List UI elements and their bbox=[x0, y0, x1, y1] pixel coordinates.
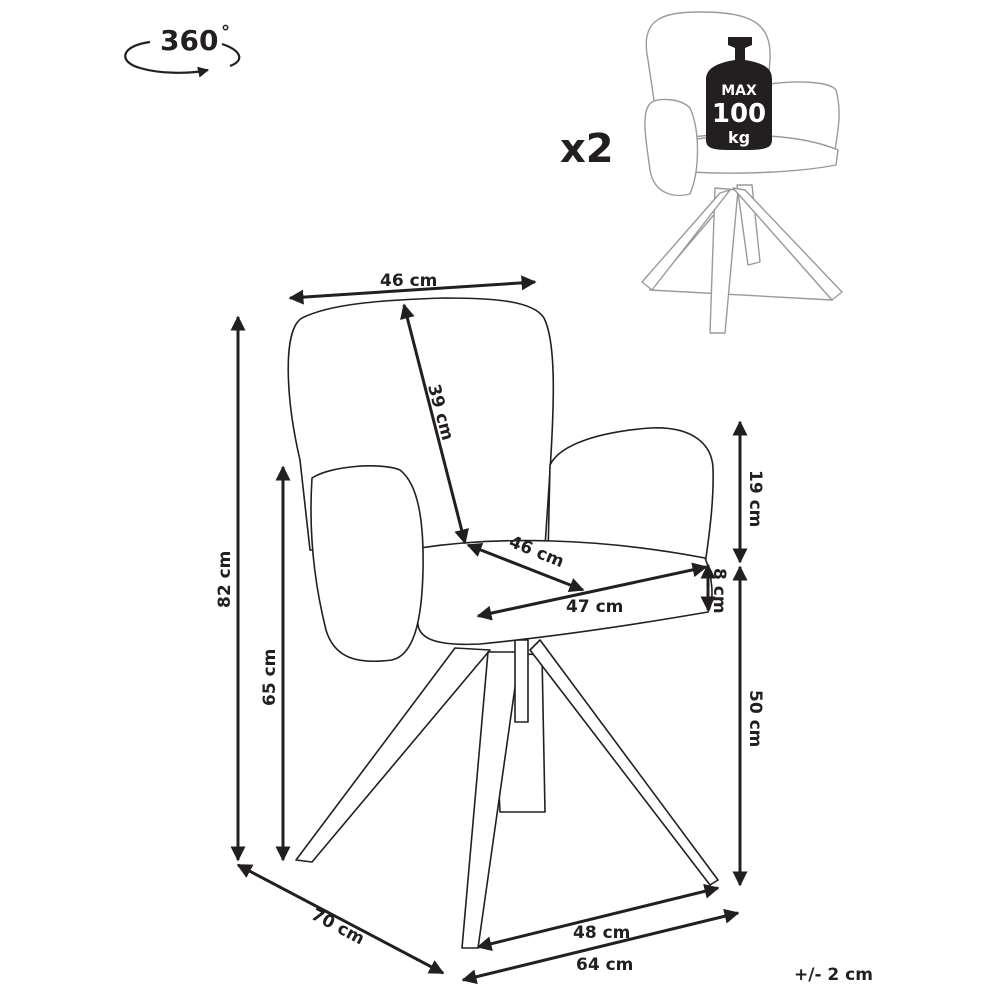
tolerance-note: +/- 2 cm bbox=[794, 965, 873, 985]
dim-back-width-line bbox=[288, 275, 537, 305]
max-label: MAX bbox=[721, 83, 757, 99]
label-total-height: 82 cm bbox=[215, 551, 235, 608]
main-chair bbox=[287, 297, 719, 949]
weight-shape bbox=[706, 37, 772, 150]
max-unit: kg bbox=[728, 128, 750, 147]
rotation-degree-sign: ° bbox=[221, 22, 230, 43]
dimension-lines bbox=[230, 275, 748, 985]
rotation-arc bbox=[221, 42, 241, 68]
right-leg bbox=[529, 639, 719, 886]
label-seat-width: 47 cm bbox=[566, 597, 623, 617]
label-seat-height: 50 cm bbox=[745, 690, 765, 747]
max-load-weight-icon: MAX 100 kg bbox=[706, 37, 772, 150]
dim-back-height-line bbox=[400, 303, 469, 545]
right-armrest bbox=[547, 427, 714, 566]
label-back-width: 46 cm bbox=[380, 271, 437, 291]
dim-seat-width-line bbox=[476, 562, 708, 621]
label-overall-depth: 70 cm bbox=[308, 905, 368, 950]
left-armrest bbox=[310, 465, 424, 663]
left-leg bbox=[295, 647, 491, 863]
label-overall-width: 64 cm bbox=[576, 955, 633, 975]
dim-overall-depth-line bbox=[236, 863, 445, 975]
rotation-symbol: 360 ° bbox=[124, 22, 241, 78]
label-base-width: 48 cm bbox=[573, 923, 630, 943]
label-armrest-height: 65 cm bbox=[260, 649, 280, 706]
label-armrest-above-seat: 19 cm bbox=[745, 470, 765, 527]
rotation-label: 360 bbox=[160, 24, 218, 57]
dim-overall-width-line bbox=[461, 908, 740, 985]
swivel-post bbox=[514, 639, 529, 723]
quantity-label: x2 bbox=[560, 126, 614, 172]
rotation-arrow-icon bbox=[124, 40, 210, 78]
max-value: 100 bbox=[712, 99, 766, 129]
label-seat-thickness: 8 cm bbox=[709, 568, 729, 614]
